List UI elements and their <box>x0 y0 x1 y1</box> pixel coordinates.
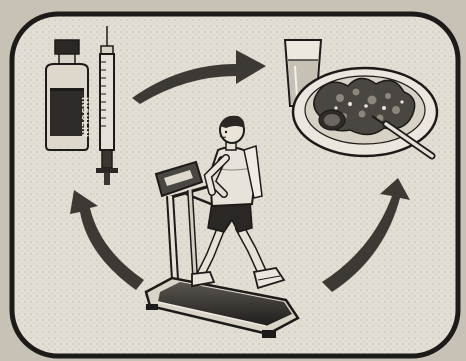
vial-label: INSULIN <box>79 97 88 137</box>
